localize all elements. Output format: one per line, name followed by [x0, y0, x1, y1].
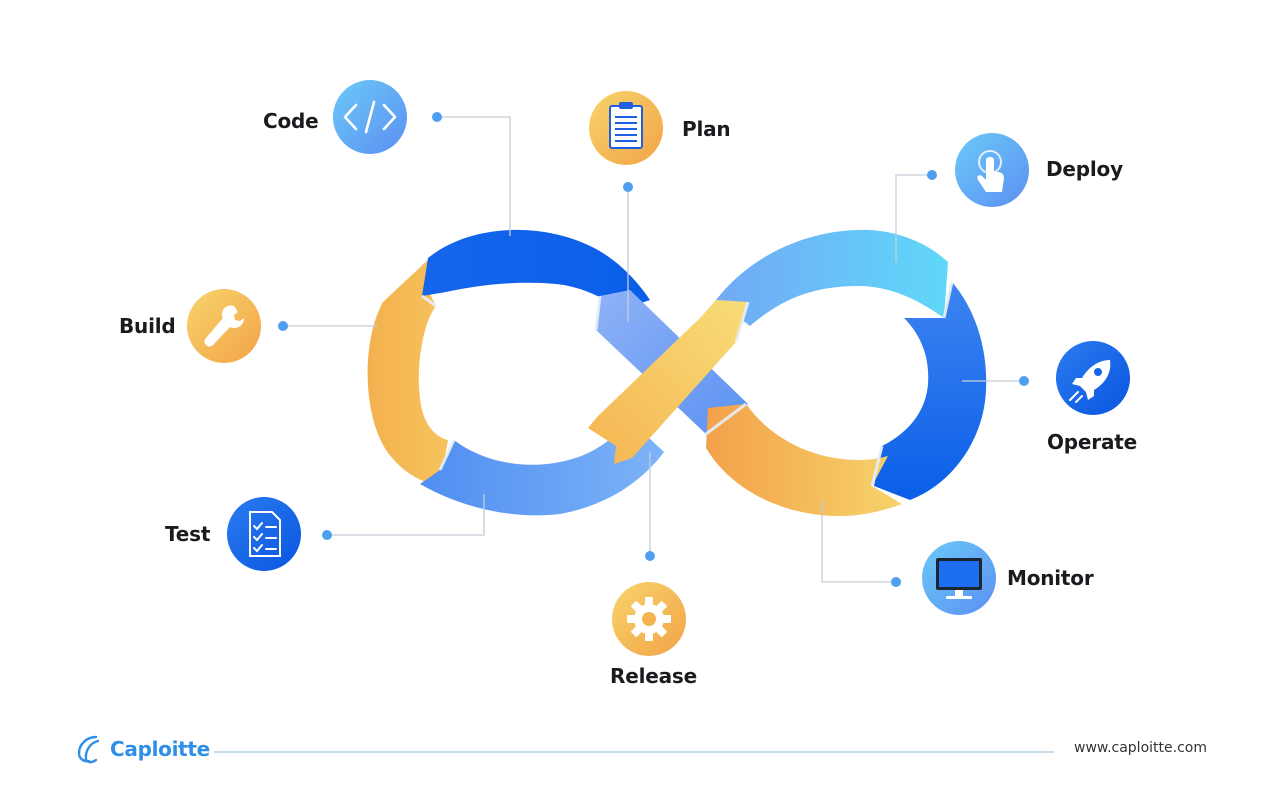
stage-label-release: Release — [610, 664, 697, 688]
caploitte-logo-icon — [77, 735, 100, 764]
clipboard-icon — [589, 91, 663, 165]
stage-label-plan: Plan — [682, 117, 731, 141]
dot-plan — [623, 182, 633, 192]
loop-segment-test — [420, 420, 664, 516]
stage-label-monitor: Monitor — [1007, 566, 1094, 590]
dot-deploy — [927, 170, 937, 180]
connector-test — [327, 494, 485, 536]
code-brackets-icon — [333, 80, 407, 154]
loop-segment-build — [367, 258, 448, 486]
connector-dots — [278, 112, 1029, 587]
dot-test — [322, 530, 332, 540]
monitor-icon — [922, 541, 996, 615]
loop-segment-release — [588, 300, 748, 464]
dot-code — [432, 112, 442, 122]
loop-segment-operate — [874, 282, 987, 500]
connector-deploy — [895, 174, 932, 262]
gear-icon — [612, 582, 686, 656]
checklist-icon — [227, 497, 301, 571]
loop-segment-monitor — [706, 404, 902, 516]
stage-label-build: Build — [119, 314, 176, 338]
loop-segment-code — [422, 229, 650, 310]
connector-monitor — [821, 500, 896, 583]
dot-monitor — [891, 577, 901, 587]
stage-label-test: Test — [165, 522, 211, 546]
connectors — [283, 116, 1024, 583]
wrench-icon — [187, 289, 261, 363]
rocket-icon — [1056, 341, 1130, 415]
connector-code — [437, 116, 511, 236]
infinity-loop — [367, 229, 987, 516]
tap-hand-icon — [955, 133, 1029, 207]
brand-logo[interactable]: Caploitte — [76, 733, 210, 765]
dot-operate — [1019, 376, 1029, 386]
stage-label-operate: Operate — [1047, 430, 1137, 454]
stage-label-code: Code — [263, 109, 319, 133]
brand-name: Caploitte — [110, 737, 210, 761]
loop-segment-deploy — [716, 229, 948, 326]
website-link[interactable]: www.caploitte.com — [1074, 740, 1207, 756]
dot-build — [278, 321, 288, 331]
stage-label-deploy: Deploy — [1046, 157, 1123, 181]
footer-divider — [214, 751, 1054, 753]
dot-release — [645, 551, 655, 561]
